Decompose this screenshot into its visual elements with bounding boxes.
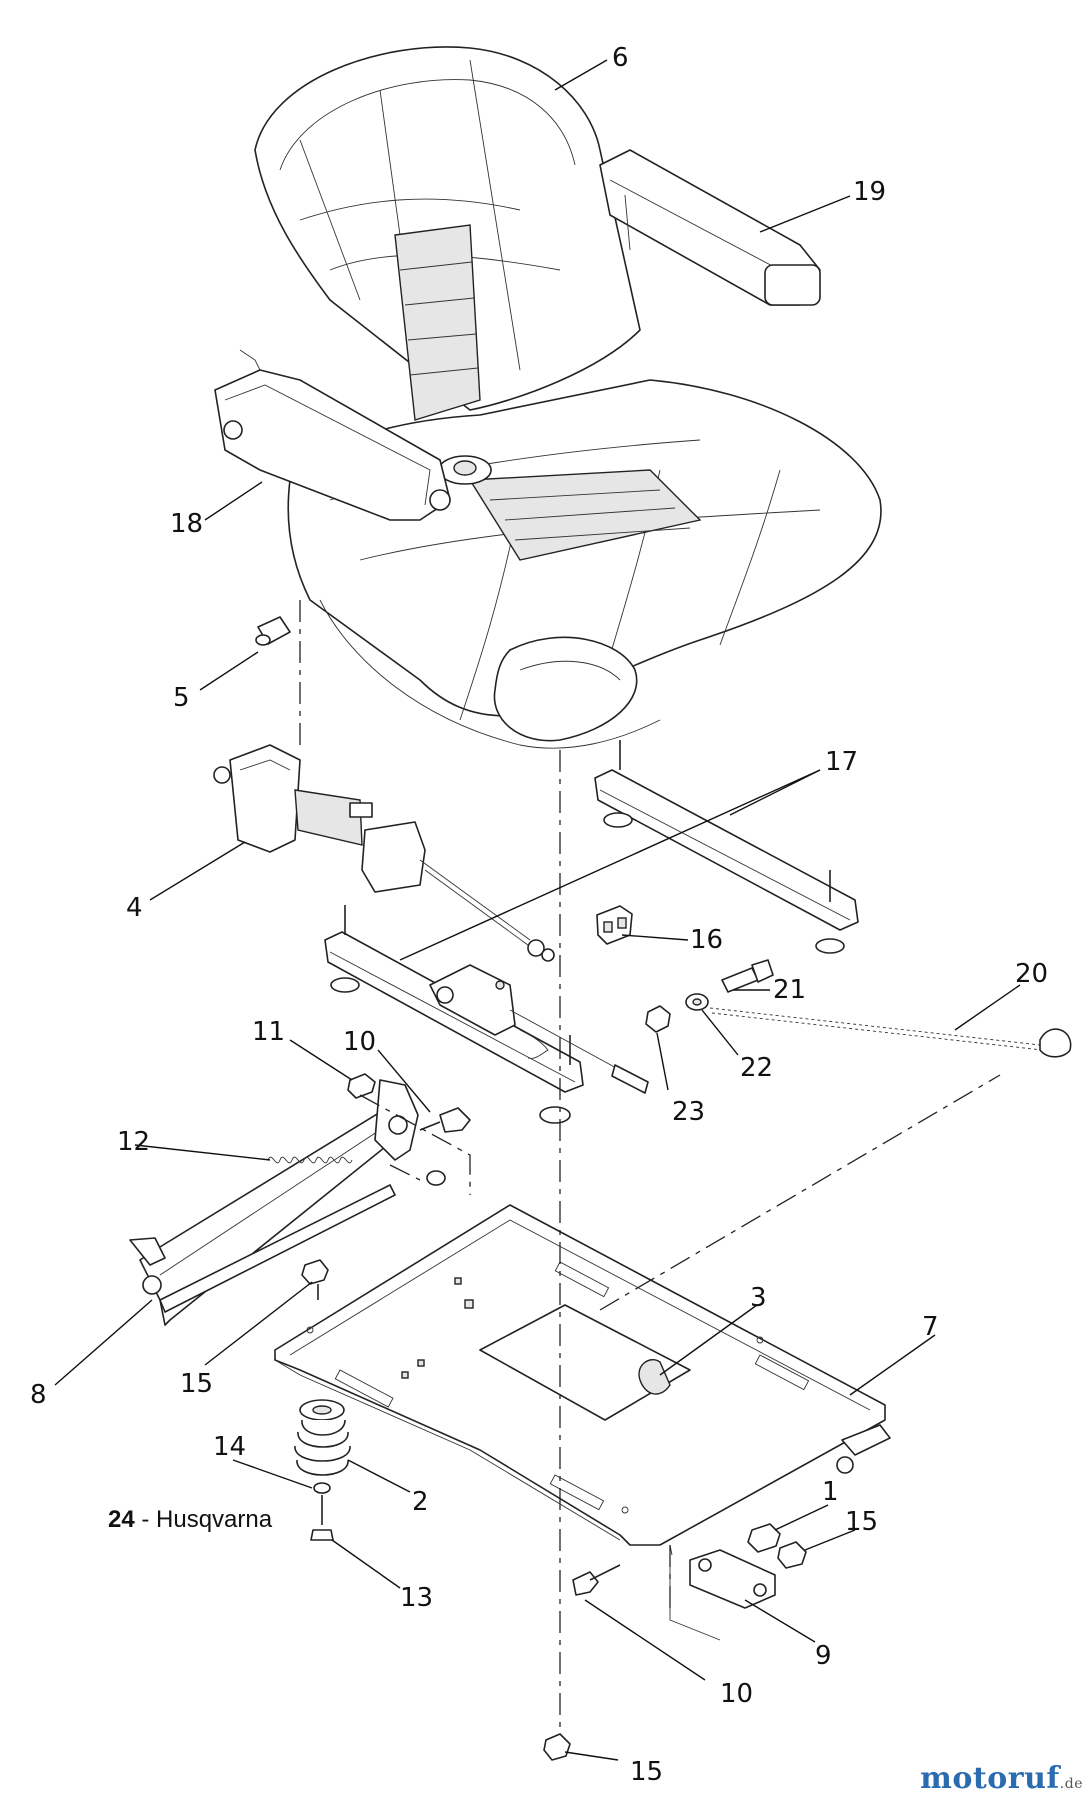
suspension-spring	[294, 1399, 351, 1541]
callout-8: 8	[30, 1380, 47, 1410]
callout-5: 5	[173, 683, 190, 713]
seat-pan-plate	[274, 1204, 891, 1556]
callout-7: 7	[922, 1312, 939, 1342]
callout-23: 23	[672, 1097, 705, 1127]
leader-lines	[54, 59, 1021, 1761]
assembly-centerlines	[299, 600, 1001, 1735]
watermark-main: motoruf	[920, 1761, 1060, 1796]
motoruf-watermark-logo[interactable]: motoruf.de	[920, 1761, 1083, 1796]
callout-18: 18	[170, 509, 203, 539]
callout-13: 13	[400, 1583, 433, 1613]
callout-12: 12	[117, 1127, 150, 1157]
watermark-tld: .de	[1059, 1776, 1083, 1792]
callout-10-lower: 10	[720, 1679, 753, 1709]
seat-belt	[213, 744, 555, 962]
caption-brand: Husqvarna	[156, 1506, 273, 1533]
callout-15-c: 15	[630, 1757, 663, 1787]
seat-rail-right	[594, 740, 859, 954]
callout-6: 6	[612, 43, 629, 73]
seat-lever-bracket	[129, 1073, 471, 1326]
lower-hardware	[301, 1259, 621, 1761]
callout-labels: 6 19 18 5 17 4 16 20 21 11 10 22 23 12 3…	[30, 43, 1048, 1787]
callout-21: 21	[773, 975, 806, 1005]
lanyard-hardware	[645, 959, 1072, 1058]
callout-15-a: 15	[180, 1369, 213, 1399]
callout-1: 1	[822, 1477, 839, 1507]
callout-11: 11	[252, 1017, 285, 1047]
pivot-pin	[255, 616, 291, 646]
caption-separator: -	[134, 1506, 157, 1533]
callout-20: 20	[1015, 959, 1048, 989]
callout-10-upper: 10	[343, 1027, 376, 1057]
caption-number: 24	[108, 1506, 135, 1533]
left-armrest	[214, 349, 451, 521]
callout-15-b: 15	[845, 1507, 878, 1537]
seat-assembly	[254, 46, 882, 749]
seat-rail-left	[324, 905, 649, 1124]
callout-3: 3	[750, 1283, 767, 1313]
callout-9: 9	[815, 1641, 832, 1671]
callout-2: 2	[412, 1487, 429, 1517]
callout-16: 16	[690, 925, 723, 955]
right-armrest	[599, 149, 821, 306]
callout-4: 4	[126, 893, 143, 923]
seat-switch	[596, 905, 633, 945]
callout-17: 17	[825, 747, 858, 777]
callout-22: 22	[740, 1053, 773, 1083]
mount-bracket	[669, 1523, 807, 1641]
diagram-caption: 24 - Husqvarna	[108, 1506, 272, 1534]
callout-19: 19	[853, 177, 886, 207]
callout-14: 14	[213, 1432, 246, 1462]
